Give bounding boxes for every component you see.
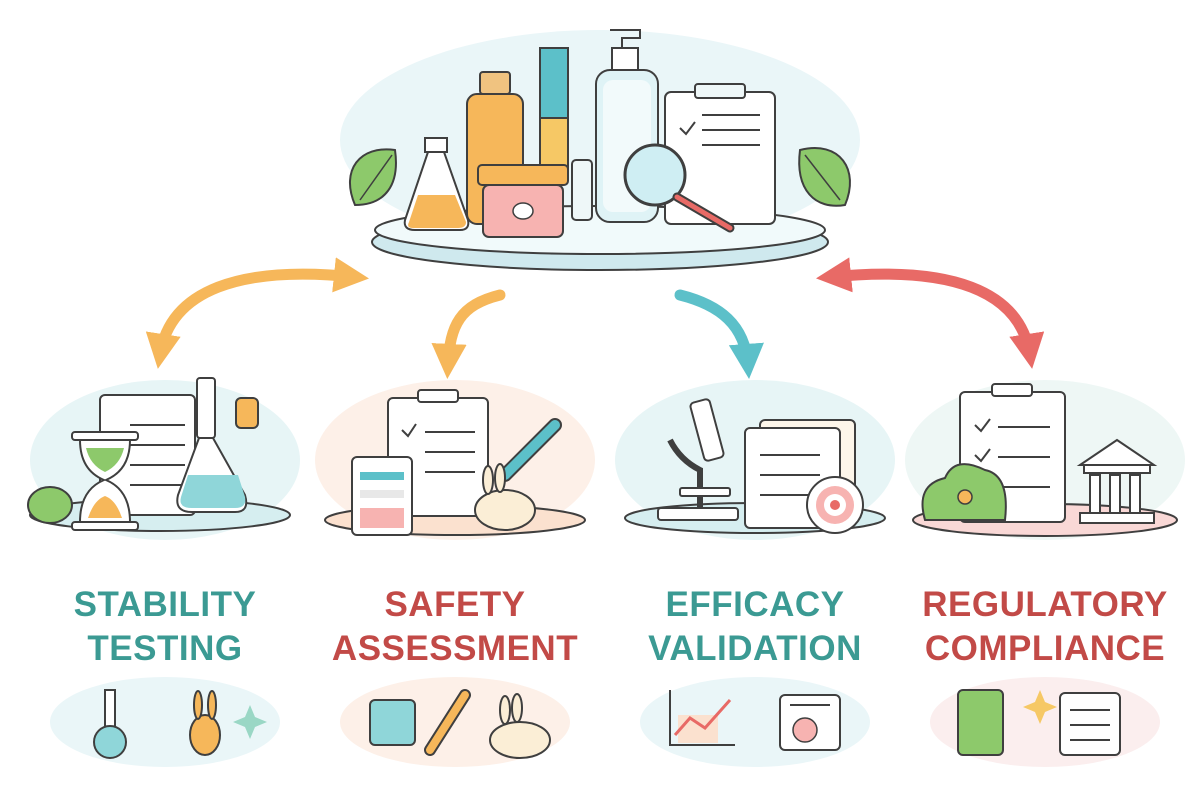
efficacy-validation-caption: EFFICACY VALIDATION xyxy=(615,583,895,671)
magnifying-glass-icon xyxy=(623,143,735,233)
report-icon xyxy=(779,694,841,751)
small-bottle-icon xyxy=(235,397,259,429)
leaf-right-icon xyxy=(798,147,851,207)
caption-line: TESTING xyxy=(87,629,243,668)
sparkle-icon xyxy=(1023,690,1057,724)
caption-line: EFFICACY xyxy=(665,585,845,624)
caption-line: ASSESSMENT xyxy=(331,629,579,668)
caption-line: REGULATORY xyxy=(922,585,1168,624)
safety-mini-icons xyxy=(340,677,570,767)
caption-line: STABILITY xyxy=(73,585,257,624)
hourglass-icon xyxy=(71,431,139,531)
regulatory-mini-icons xyxy=(930,677,1160,767)
flask-icon xyxy=(176,377,248,513)
arrow-regulatory xyxy=(815,257,1045,369)
efficacy-validation-illustration xyxy=(615,380,895,540)
certificate-card-icon xyxy=(957,689,1004,756)
small-vial-icon xyxy=(571,159,593,221)
pen-icon xyxy=(424,689,471,756)
tube-icon xyxy=(539,47,569,179)
document-icon xyxy=(1059,692,1121,756)
regulatory-compliance-caption: REGULATORY COMPLIANCE xyxy=(905,583,1185,671)
line-chart-icon xyxy=(669,690,735,746)
safety-assessment-caption: SAFETY ASSESSMENT xyxy=(315,583,595,671)
syringe-icon xyxy=(498,418,562,482)
arrow-safety xyxy=(431,289,506,380)
rabbit-icon xyxy=(189,690,221,756)
arrow-efficacy xyxy=(674,289,764,380)
arrow-stability xyxy=(145,257,370,369)
arrows xyxy=(145,257,1045,380)
stability-testing-caption: STABILITY TESTING xyxy=(25,583,305,671)
rabbit-icon xyxy=(474,463,536,531)
caption-line: COMPLIANCE xyxy=(924,629,1166,668)
courthouse-icon xyxy=(1076,438,1158,524)
regulatory-compliance-illustration xyxy=(905,380,1185,540)
central-lab-tray xyxy=(340,29,860,271)
card-icon xyxy=(369,699,416,746)
chart-card-icon xyxy=(351,456,413,536)
jar-icon xyxy=(477,164,569,238)
bush-icon xyxy=(27,486,73,524)
sparkle-icon xyxy=(233,705,267,739)
pump-bottle-icon xyxy=(595,29,659,223)
thermometer-icon xyxy=(93,689,127,759)
target-icon xyxy=(806,476,864,534)
efficacy-mini-icons xyxy=(640,677,870,767)
stability-testing-illustration xyxy=(27,377,300,540)
microscope-icon xyxy=(657,398,739,521)
caption-line: SAFETY xyxy=(384,585,526,624)
stability-mini-icons xyxy=(50,677,280,767)
safety-assessment-illustration xyxy=(315,380,595,540)
leaf-left-icon xyxy=(349,148,397,207)
clipboard-icon xyxy=(664,83,776,225)
rabbit-icon xyxy=(489,693,551,759)
caption-line: VALIDATION xyxy=(648,629,862,668)
flask-icon xyxy=(403,137,470,231)
bush-icon xyxy=(921,463,1007,521)
